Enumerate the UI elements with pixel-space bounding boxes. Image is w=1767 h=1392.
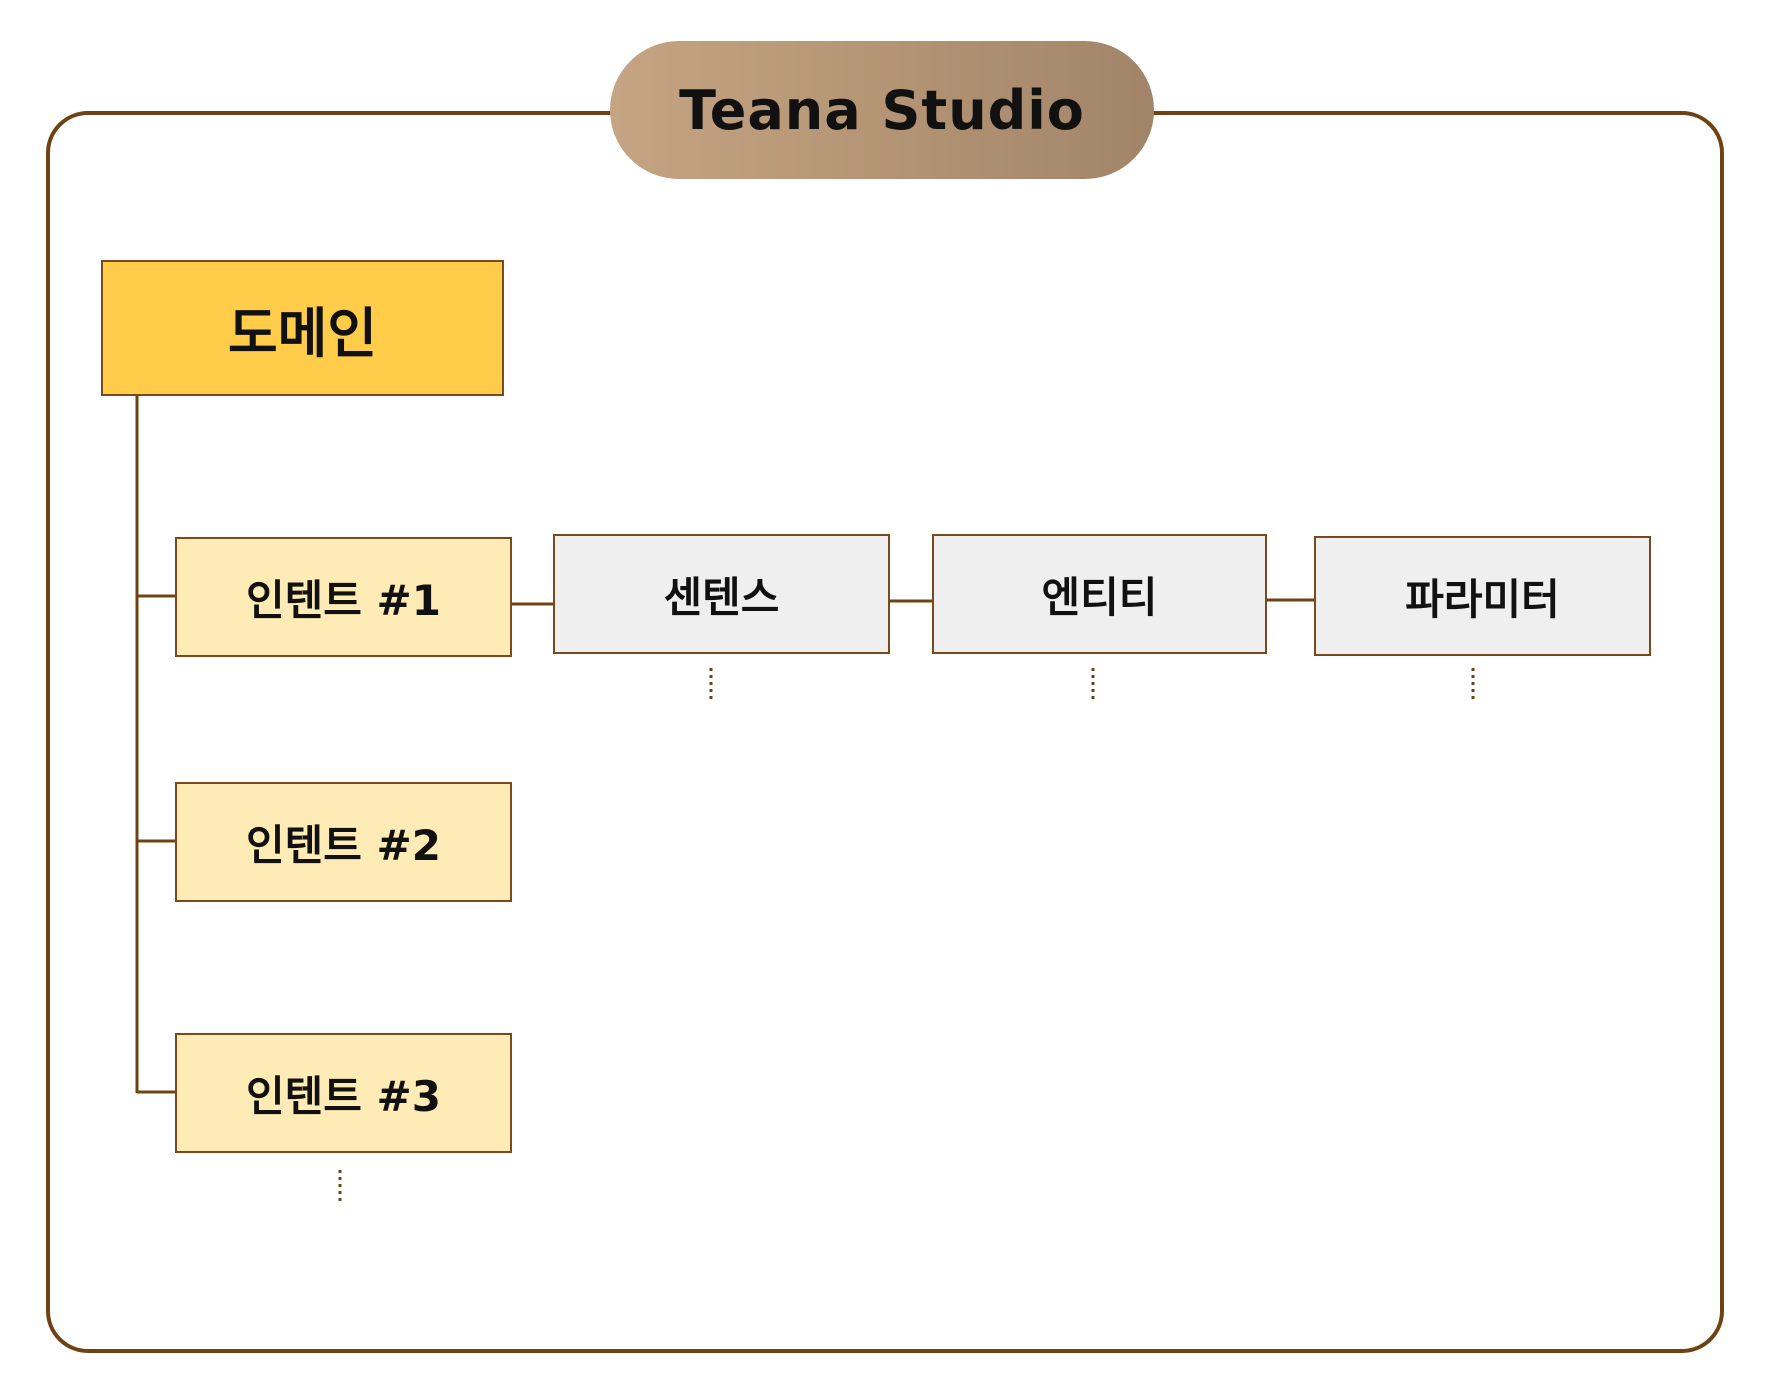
parameter-box: 파라미터	[1314, 536, 1651, 656]
domain-box: 도메인	[101, 260, 504, 396]
studio-title: Teana Studio	[610, 41, 1154, 179]
intent-box-3: 인텐트 #3	[175, 1033, 512, 1153]
entity-box: 엔티티	[932, 534, 1267, 654]
intent-box-1: 인텐트 #1	[175, 537, 512, 657]
sentence-box: 센텐스	[553, 534, 890, 654]
intent-box-2: 인텐트 #2	[175, 782, 512, 902]
